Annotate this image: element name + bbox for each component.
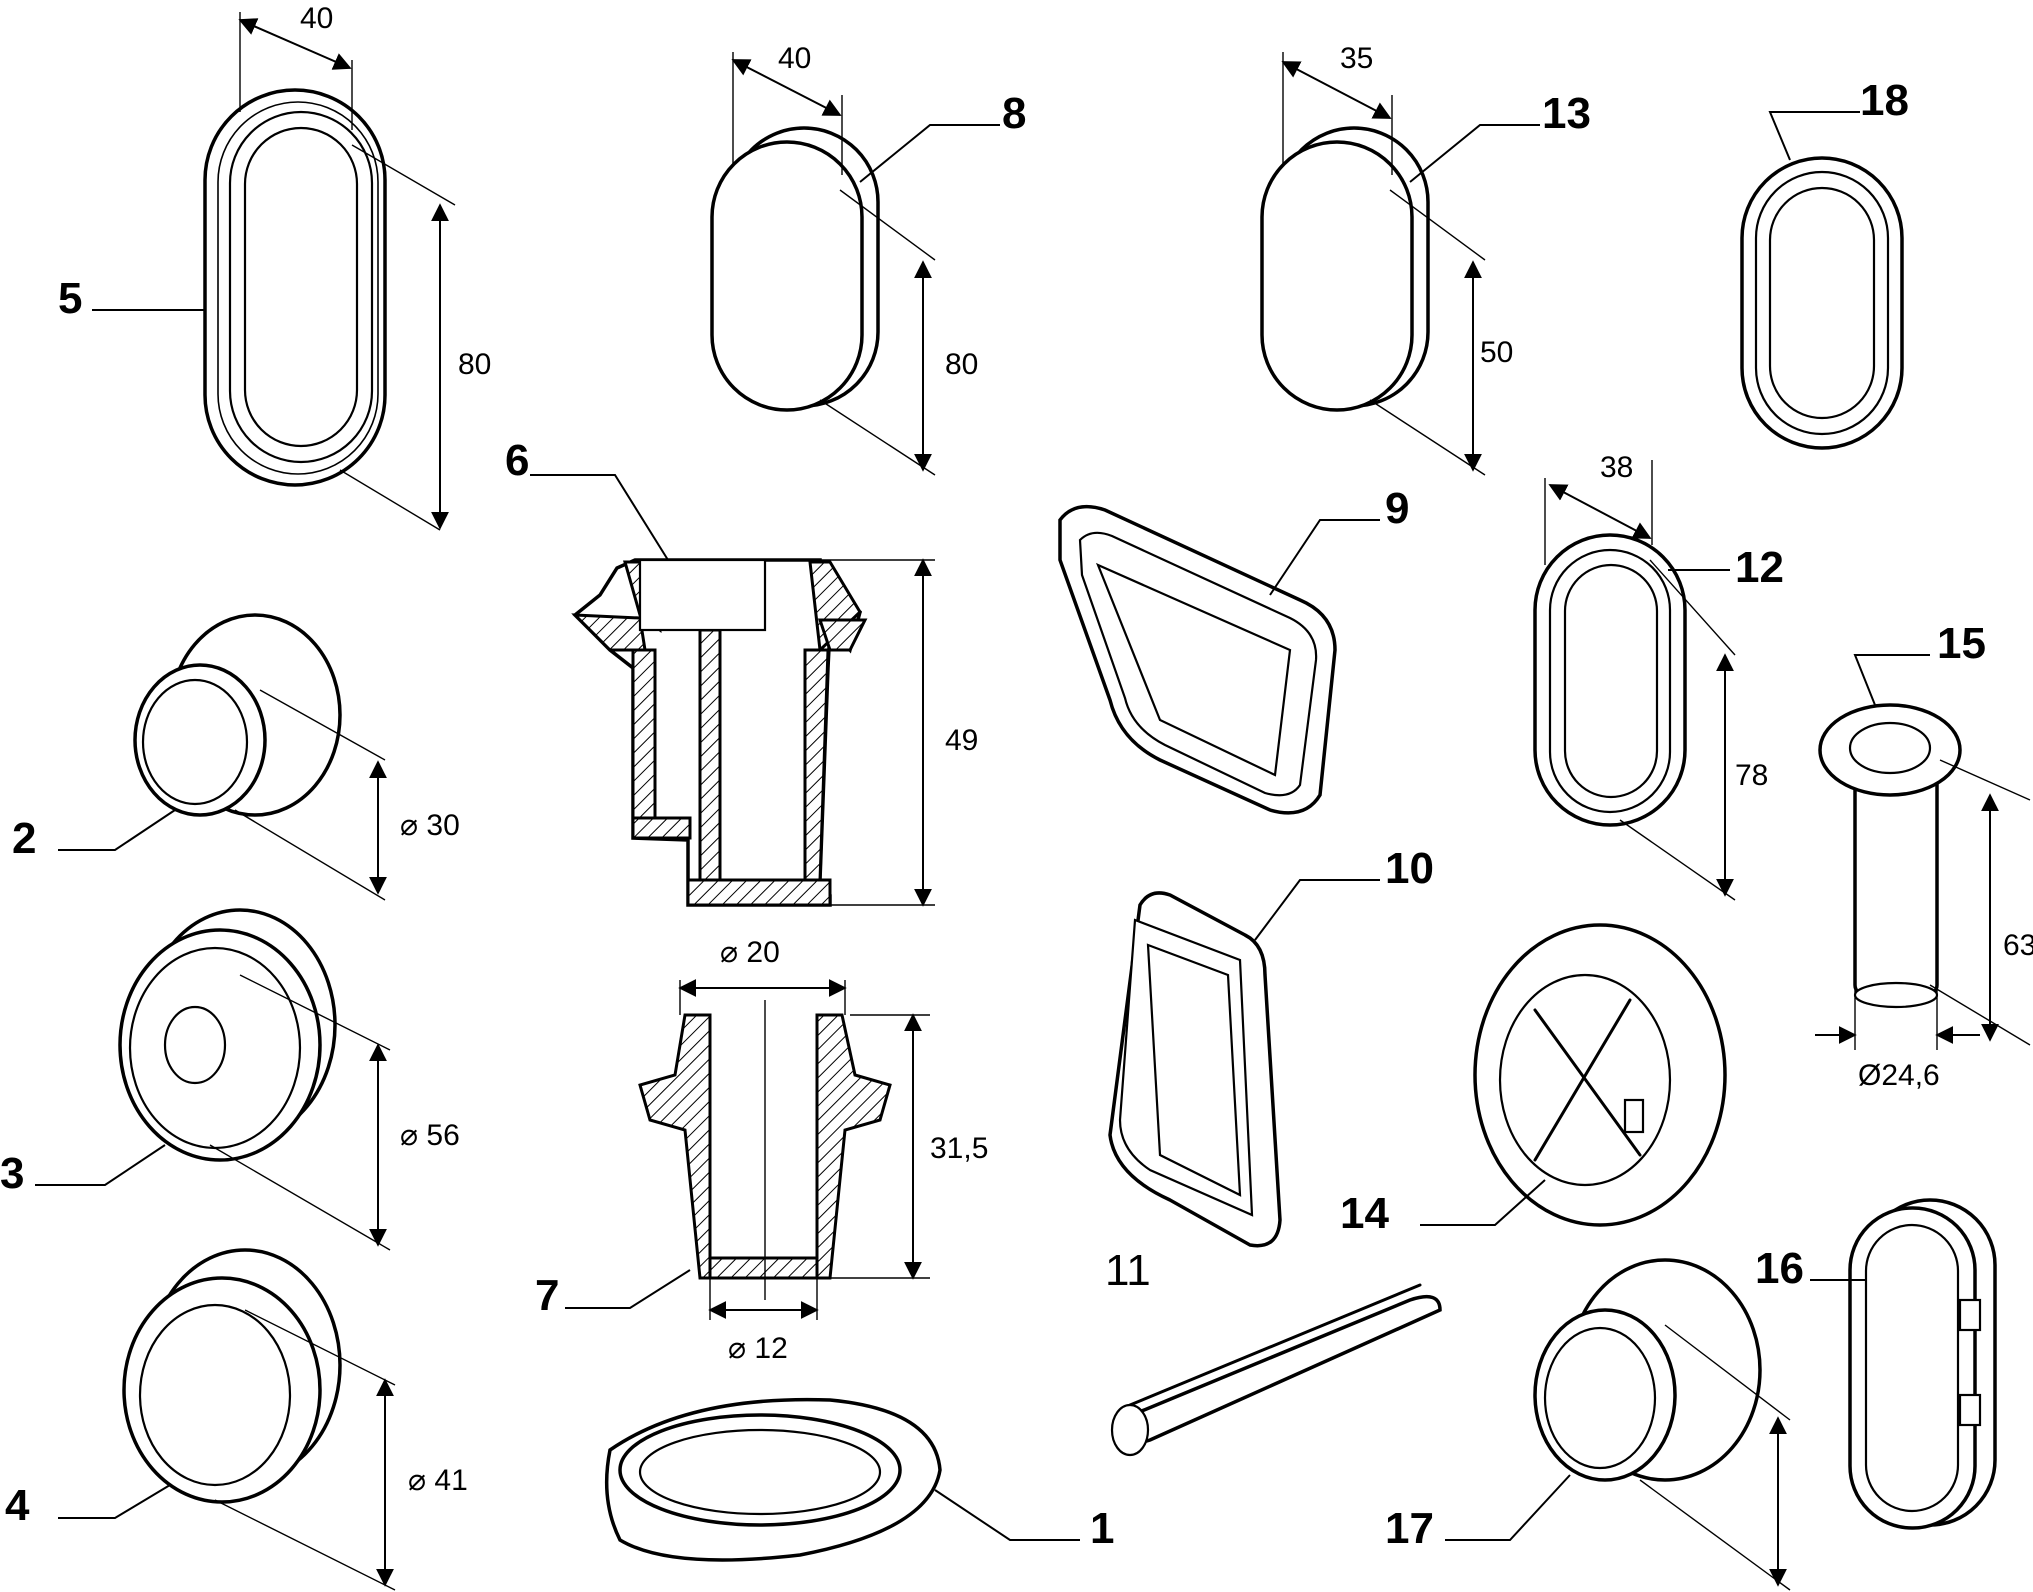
part-8-height: 80: [945, 348, 978, 381]
part-9-drawing: [1058, 504, 1380, 815]
part-7-top-diameter: ⌀ 20: [720, 936, 780, 969]
part-14-drawing: [1420, 923, 1727, 1227]
part-13-drawing: [1260, 52, 1540, 476]
part-4-label: 4: [5, 1481, 30, 1530]
part-2-label: 2: [12, 814, 36, 863]
part-4-drawing: [58, 1248, 396, 1591]
part-15-diameter: Ø24,6: [1858, 1059, 1940, 1092]
part-12-drawing: [1533, 460, 1736, 901]
part-5-label: 5: [58, 274, 82, 323]
part-6-label: 6: [505, 436, 529, 485]
part-14-label: 14: [1340, 1189, 1389, 1238]
part-11-drawing: [1110, 1283, 1442, 1457]
part-15-drawing: [1815, 654, 2031, 1050]
part-3-diameter: ⌀ 56: [400, 1119, 460, 1152]
part-1-drawing: [604, 1397, 1080, 1562]
part-18-label: 18: [1860, 76, 1909, 125]
part-5-drawing: [92, 12, 456, 531]
part-13-height: 50: [1480, 336, 1513, 369]
part-7-bottom-diameter: ⌀ 12: [728, 1332, 788, 1365]
part-10-label: 10: [1385, 844, 1434, 893]
part-9-label: 9: [1385, 484, 1409, 533]
part-13-label: 13: [1542, 89, 1591, 138]
part-5-height: 80: [458, 348, 491, 381]
part-7-height: 31,5: [930, 1132, 988, 1165]
part-17-label: 17: [1385, 1504, 1434, 1553]
part-3-label: 3: [0, 1149, 24, 1198]
part-12-width: 38: [1600, 451, 1633, 484]
part-18-drawing: [1740, 111, 1904, 450]
part-16-drawing: [1810, 1198, 1997, 1530]
part-12-height: 78: [1735, 759, 1768, 792]
part-7-label: 7: [535, 1271, 559, 1320]
part-2-diameter: ⌀ 30: [400, 809, 460, 842]
part-8-label: 8: [1002, 89, 1026, 138]
part-5-width: 40: [300, 2, 333, 35]
part-3-drawing: [35, 908, 391, 1251]
part-17-drawing: [1445, 1258, 1791, 1591]
part-15-label: 15: [1937, 619, 1986, 668]
part-13-width: 35: [1340, 42, 1373, 75]
part-11-label: 11: [1105, 1246, 1151, 1295]
part-12-label: 12: [1735, 543, 1784, 592]
part-7-drawing: [565, 979, 930, 1320]
part-6-drawing: [530, 474, 935, 907]
part-10-drawing: [1108, 879, 1380, 1248]
part-1-label: 1: [1090, 1504, 1114, 1553]
part-4-diameter: ⌀ 41: [408, 1464, 468, 1497]
part-8-width: 40: [778, 42, 811, 75]
part-2-drawing: [58, 613, 387, 901]
part-8-drawing: [710, 52, 1000, 476]
part-15-height: 63: [2003, 929, 2033, 962]
part-6-height: 49: [945, 724, 978, 757]
part-16-label: 16: [1755, 1244, 1804, 1293]
